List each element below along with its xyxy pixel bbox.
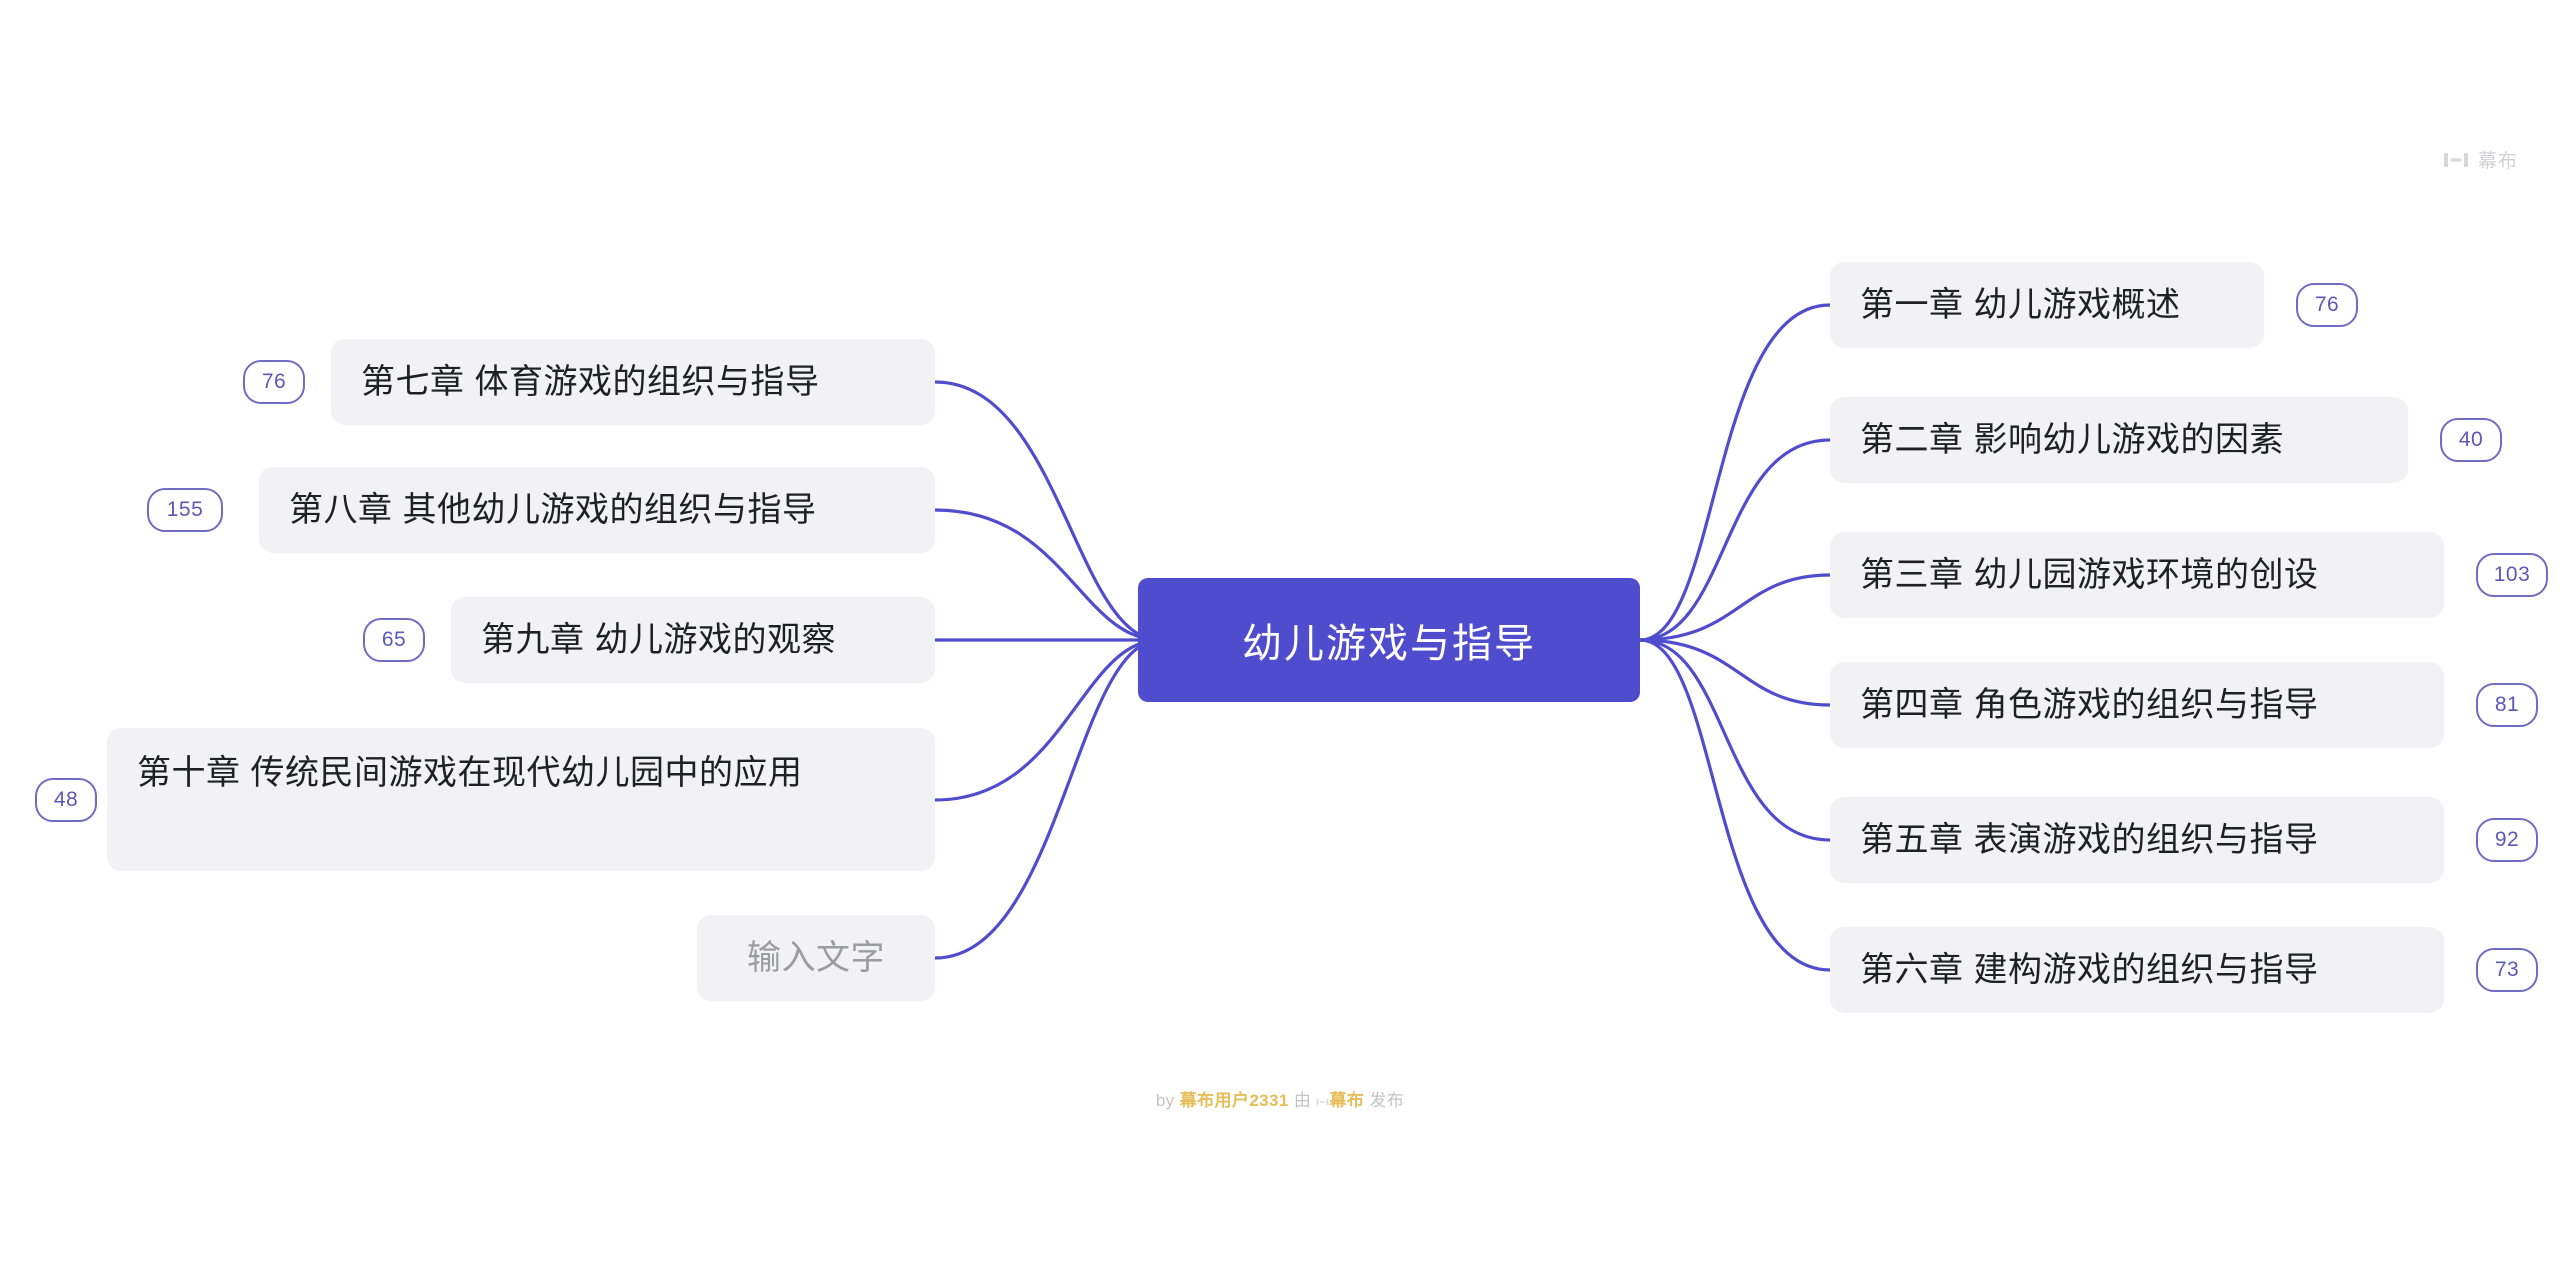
link-right-5: [1638, 638, 1832, 842]
link-right-6: [1638, 638, 1832, 972]
node-left-7[interactable]: 第七章 体育游戏的组织与指导: [331, 339, 935, 425]
link-right-4: [1638, 638, 1832, 707]
root-node[interactable]: 幼儿游戏与指导: [1138, 578, 1640, 702]
badge-right-6[interactable]: 73: [2476, 948, 2538, 992]
link-left-11: [933, 638, 1162, 960]
node-right-5-label: 第五章 表演游戏的组织与指导: [1860, 820, 2319, 859]
badge-left-7-value: 76: [261, 370, 287, 393]
node-left-7-label: 第七章 体育游戏的组织与指导: [361, 362, 820, 401]
node-left-8-label: 第八章 其他幼儿游戏的组织与指导: [289, 490, 817, 529]
mubu-logo-icon: [2443, 152, 2468, 167]
badge-right-3-value: 103: [2493, 563, 2531, 586]
badge-right-4[interactable]: 81: [2476, 683, 2538, 727]
node-left-10-label: 第十章 传统民间游戏在现代幼儿园中的应用: [137, 754, 803, 792]
badge-left-7[interactable]: 76: [243, 360, 305, 404]
badge-left-8[interactable]: 155: [147, 488, 223, 532]
brand-watermark-bottom: by 幕布用户2331 由 幕布 发布: [0, 1086, 2560, 1111]
watermark-brand: 幕布: [1329, 1091, 1365, 1110]
node-left-11-label: 输入文字: [747, 938, 885, 977]
link-right-2: [1638, 438, 1832, 642]
badge-right-2[interactable]: 40: [2440, 418, 2502, 462]
node-left-10[interactable]: 第十章 传统民间游戏在现代幼儿园中的应用: [107, 728, 935, 871]
link-left-10: [933, 638, 1162, 802]
node-right-4-label: 第四章 角色游戏的组织与指导: [1860, 685, 2319, 724]
watermark-suffix: 发布: [1364, 1091, 1405, 1110]
mubu-logo-inline-icon: [1316, 1099, 1329, 1105]
link-left-8: [933, 508, 1162, 642]
node-left-9[interactable]: 第九章 幼儿游戏的观察: [451, 597, 935, 683]
link-right-1: [1638, 303, 1832, 642]
node-left-9-label: 第九章 幼儿游戏的观察: [481, 620, 836, 659]
badge-left-9[interactable]: 65: [363, 618, 425, 662]
node-right-6-label: 第六章 建构游戏的组织与指导: [1860, 950, 2319, 989]
brand-watermark-top: 幕布: [2443, 146, 2518, 173]
node-right-3-label: 第三章 幼儿园游戏环境的创设: [1860, 555, 2319, 594]
badge-right-5-value: 92: [2494, 828, 2520, 851]
badge-right-5[interactable]: 92: [2476, 818, 2538, 862]
link-left-7: [933, 380, 1162, 642]
node-left-8[interactable]: 第八章 其他幼儿游戏的组织与指导: [259, 467, 935, 553]
badge-right-1[interactable]: 76: [2296, 283, 2358, 327]
badge-right-4-value: 81: [2494, 693, 2520, 716]
badge-left-8-value: 155: [166, 498, 204, 521]
badge-right-1-value: 76: [2314, 293, 2340, 316]
node-right-5[interactable]: 第五章 表演游戏的组织与指导: [1830, 797, 2444, 883]
node-right-2[interactable]: 第二章 影响幼儿游戏的因素: [1830, 397, 2408, 483]
node-right-1[interactable]: 第一章 幼儿游戏概述: [1830, 262, 2264, 348]
watermark-prefix: by: [1155, 1091, 1180, 1110]
node-left-11[interactable]: 输入文字: [697, 915, 935, 1001]
badge-left-9-value: 65: [381, 628, 407, 651]
root-node-label: 幼儿游戏与指导: [1242, 622, 1536, 666]
node-right-1-label: 第一章 幼儿游戏概述: [1860, 285, 2181, 324]
brand-watermark-top-text: 幕布: [2477, 151, 2518, 172]
node-right-4[interactable]: 第四章 角色游戏的组织与指导: [1830, 662, 2444, 748]
badge-left-10[interactable]: 48: [35, 778, 97, 822]
badge-right-2-value: 40: [2458, 428, 2484, 451]
node-right-6[interactable]: 第六章 建构游戏的组织与指导: [1830, 927, 2444, 1013]
node-right-2-label: 第二章 影响幼儿游戏的因素: [1860, 420, 2284, 459]
watermark-user: 幕布用户2331: [1179, 1091, 1289, 1110]
watermark-middle: 由: [1288, 1091, 1317, 1110]
badge-right-3[interactable]: 103: [2476, 553, 2548, 597]
node-right-3[interactable]: 第三章 幼儿园游戏环境的创设: [1830, 532, 2444, 618]
badge-right-6-value: 73: [2494, 958, 2520, 981]
link-right-3: [1638, 573, 1832, 642]
badge-left-10-value: 48: [53, 788, 79, 811]
